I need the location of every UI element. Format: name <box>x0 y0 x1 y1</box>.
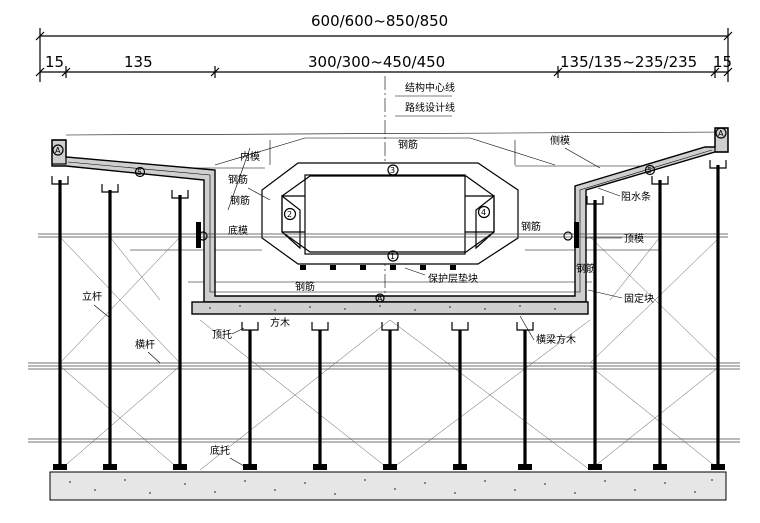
label-rebar-left: 钢筋 <box>228 173 248 186</box>
dim-left-wing: 135 <box>124 53 153 71</box>
mark-a-right: A <box>718 129 724 138</box>
top-supports <box>51 160 727 331</box>
label-fixing-block: 固定块 <box>624 292 654 305</box>
mark-a-bottom: A <box>377 294 383 303</box>
mark-a-left: A <box>55 146 61 155</box>
label-rebar-right-lower: 钢筋 <box>576 262 596 275</box>
label-water-strip: 阻水条 <box>621 190 651 203</box>
x-braces <box>59 236 721 471</box>
crossbeam-dots <box>209 305 556 311</box>
label-bottom-form: 底模 <box>228 224 248 237</box>
bottom-supports <box>53 464 725 470</box>
dim-left-edge: 15 <box>45 53 64 71</box>
upright-poles <box>58 165 720 470</box>
label-top-support: 顶托 <box>212 328 232 341</box>
label-top-form: 顶模 <box>624 233 644 245</box>
dimension-lines: 600/600~850/850 15 135 300/300~450/450 1… <box>35 12 733 82</box>
dim-right-wing: 135/135~235/235 <box>560 53 697 71</box>
label-crossbeam: 横梁方木 <box>536 333 576 346</box>
mark-5-left: 5 <box>137 168 142 177</box>
label-rebar-right: 钢筋 <box>521 220 541 233</box>
label-rebar-bottom: 钢筋 <box>295 280 315 293</box>
mark-5-right: 5 <box>647 166 652 175</box>
crossbeam <box>191 301 589 315</box>
cover-blocks <box>300 265 456 270</box>
label-rebar-side: 钢筋 <box>230 194 250 207</box>
label-upright: 立杆 <box>82 290 102 303</box>
label-bottom-support: 底托 <box>210 444 230 457</box>
box-girder-section <box>51 127 729 303</box>
mark-2: 2 <box>287 210 292 219</box>
label-cross-bar: 横杆 <box>135 338 155 351</box>
mark-4: 4 <box>481 208 486 217</box>
dim-right-edge: 15 <box>713 53 732 71</box>
inner-form <box>281 175 495 253</box>
ground-hatch <box>69 479 713 495</box>
label-inner-form: 内模 <box>240 150 260 163</box>
cross-bars <box>28 233 740 443</box>
mark-1: 1 <box>390 252 395 261</box>
label-rebar-top: 钢筋 <box>398 138 418 151</box>
ground-foundation <box>49 471 727 501</box>
label-side-form: 侧模 <box>550 134 570 147</box>
circle-marks: A A 5 5 3 2 4 1 A <box>52 127 727 303</box>
dim-middle: 300/300~450/450 <box>308 53 445 71</box>
structure-centerline-label: 结构中心线 <box>405 81 455 94</box>
side-form-brackets <box>196 222 579 248</box>
label-cover-block: 保护层垫块 <box>428 272 478 285</box>
dim-total-width: 600/600~850/850 <box>311 12 448 30</box>
mark-3: 3 <box>390 166 395 175</box>
route-design-line-label: 路线设计线 <box>405 101 455 114</box>
annotations: 钢筋 侧模 内模 钢筋 钢筋 底模 钢筋 钢筋 保护层垫块 阻水条 顶模 固定块… <box>82 134 654 467</box>
label-square-timber: 方木 <box>270 316 290 329</box>
